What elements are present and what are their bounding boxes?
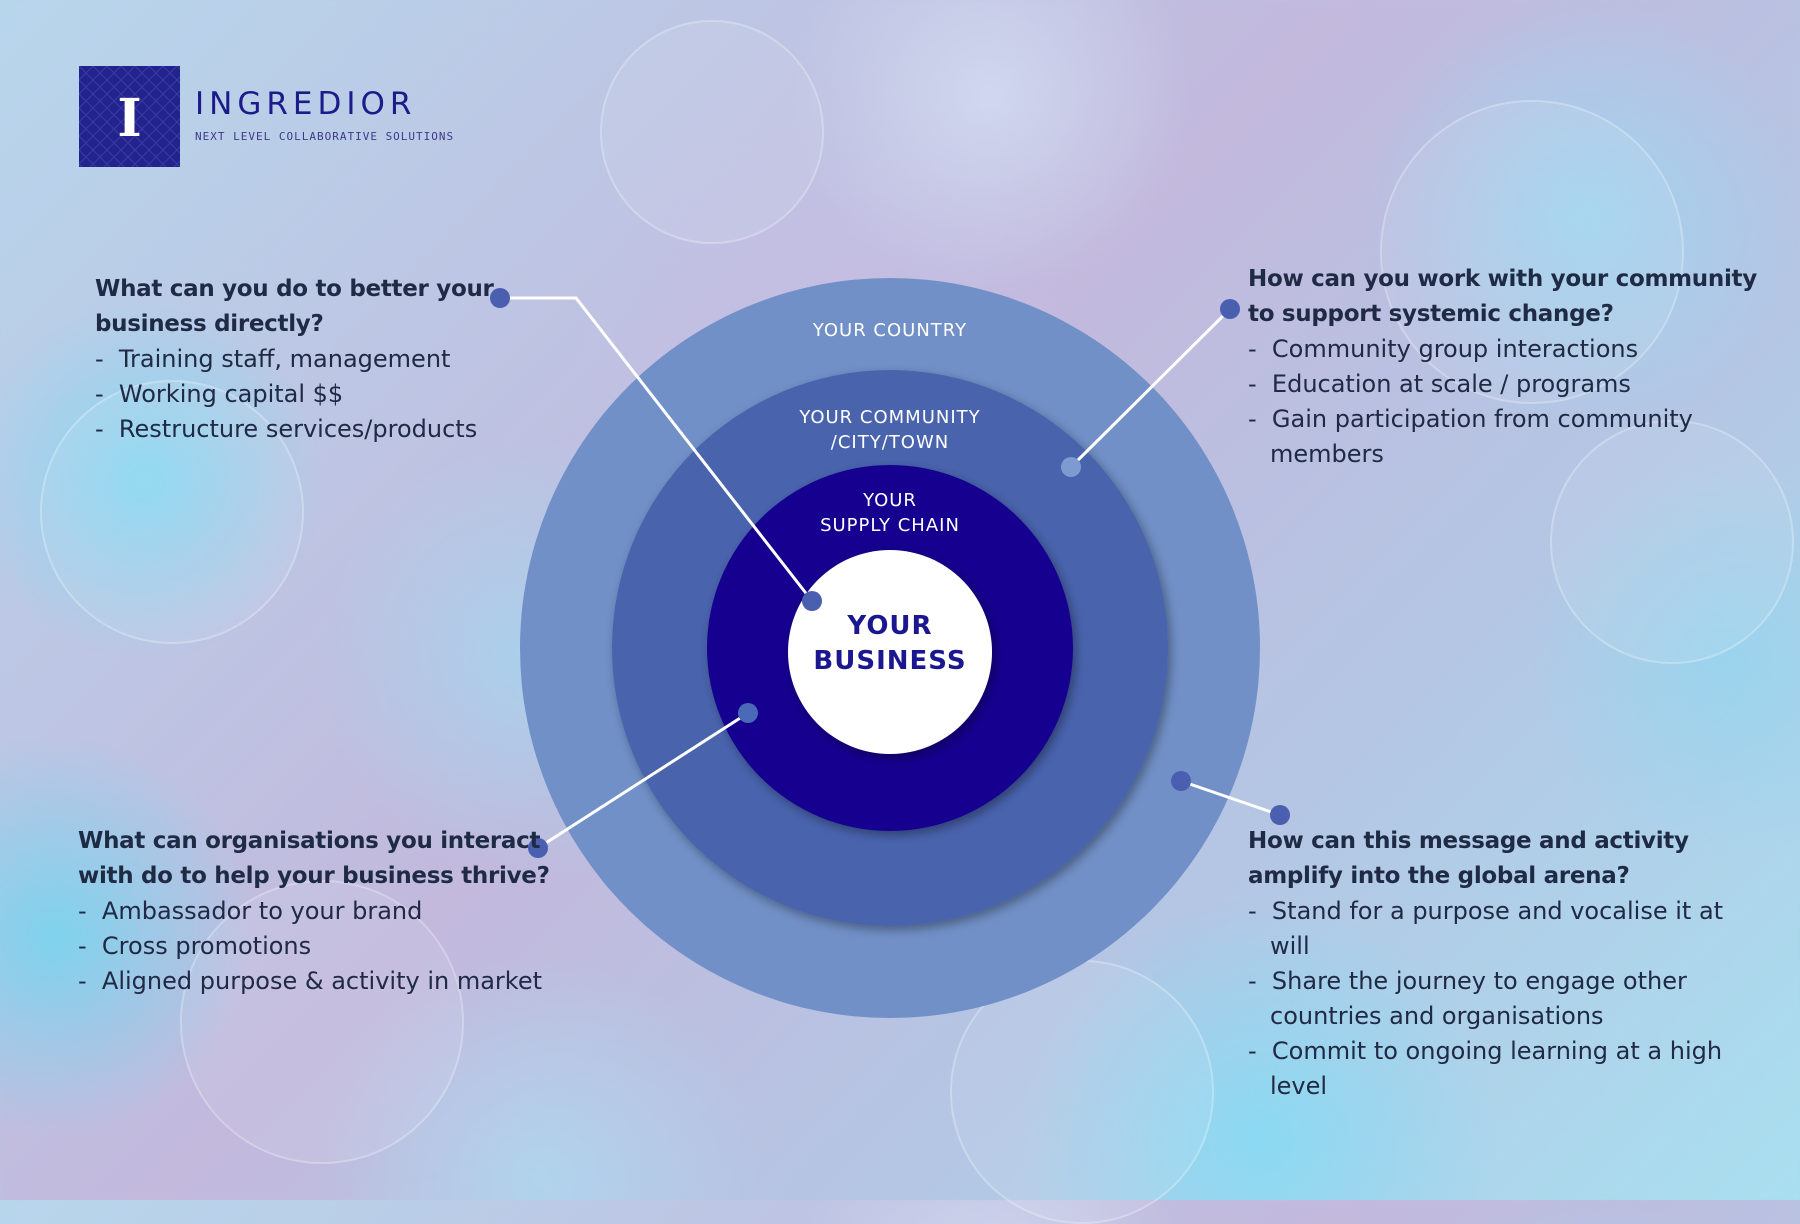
heading-line: with do to help your business thrive? <box>78 863 550 889</box>
block-heading: How can you work with your community to … <box>1248 262 1768 332</box>
block-list: Ambassador to your brand Cross promotion… <box>78 894 578 999</box>
bokeh-circle <box>950 960 1214 1224</box>
connector-dot <box>1171 771 1191 791</box>
list-item: Working capital $$ <box>95 377 525 412</box>
block-heading: What can organisations you interact with… <box>78 824 578 894</box>
block-global: How can this message and activity amplif… <box>1248 824 1748 1104</box>
logo-letter: I <box>117 88 141 149</box>
ring-label-line: YOUR COUNTRY <box>812 320 968 341</box>
connector-line <box>1180 779 1281 817</box>
list-item: Training staff, management <box>95 342 525 377</box>
heading-line: business directly? <box>95 311 324 337</box>
list-item: Aligned purpose & activity in market <box>78 964 578 999</box>
brand-name: INGREDIOR <box>195 86 417 122</box>
connector-line <box>1069 307 1232 469</box>
ring-label-line: SUPPLY CHAIN <box>820 515 960 536</box>
list-item: Education at scale / programs <box>1248 367 1718 402</box>
ring-label-line: YOUR <box>863 490 917 511</box>
connector-dot <box>1061 457 1081 477</box>
connector-dot <box>738 703 758 723</box>
list-item: Stand for a purpose and vocalise it at w… <box>1248 894 1728 964</box>
block-list: Stand for a purpose and vocalise it at w… <box>1248 894 1728 1104</box>
connector-dot <box>802 591 822 611</box>
center-label: YOUR BUSINESS <box>790 609 990 679</box>
ring-label-country: YOUR COUNTRY <box>740 318 1040 343</box>
connector-dot <box>1220 299 1240 319</box>
block-supply-chain: What can organisations you interact with… <box>78 824 578 999</box>
list-item: Restructure services/products <box>95 412 525 447</box>
list-item: Ambassador to your brand <box>78 894 578 929</box>
heading-line: How can this message and activity <box>1248 828 1689 854</box>
ring-label-supply-chain: YOUR SUPPLY CHAIN <box>740 488 1040 538</box>
connector-dot <box>528 838 548 858</box>
center-label-line: BUSINESS <box>813 646 967 676</box>
connector-line <box>537 711 749 850</box>
heading-line: How can you work with your community <box>1248 266 1757 292</box>
heading-line: amplify into the global arena? <box>1248 863 1630 889</box>
connector-dot <box>490 288 510 308</box>
ring-label-line: /CITY/TOWN <box>830 432 950 453</box>
block-community: How can you work with your community to … <box>1248 262 1768 472</box>
block-business: What can you do to better your business … <box>95 272 525 447</box>
list-item: Gain participation from community member… <box>1248 402 1718 472</box>
ring-label-line: YOUR COMMUNITY <box>799 407 981 428</box>
heading-line: What can organisations you interact <box>78 828 541 854</box>
block-list: Training staff, management Working capit… <box>95 342 525 447</box>
logo-mark: I <box>79 66 180 167</box>
block-heading: What can you do to better your business … <box>95 272 525 342</box>
list-item: Share the journey to engage other countr… <box>1248 964 1728 1034</box>
heading-line: What can you do to better your <box>95 276 494 302</box>
ring-label-community: YOUR COMMUNITY /CITY/TOWN <box>740 405 1040 455</box>
heading-line: to support systemic change? <box>1248 301 1614 327</box>
list-item: Cross promotions <box>78 929 578 964</box>
block-list: Community group interactions Education a… <box>1248 332 1718 472</box>
connector-dot <box>1270 805 1290 825</box>
list-item: Commit to ongoing learning at a high lev… <box>1248 1034 1728 1104</box>
center-business <box>788 550 992 754</box>
bokeh-circle <box>600 20 824 244</box>
connector-line <box>500 296 814 602</box>
brand-tagline: NEXT LEVEL COLLABORATIVE SOLUTIONS <box>195 130 455 143</box>
list-item: Community group interactions <box>1248 332 1718 367</box>
block-heading: How can this message and activity amplif… <box>1248 824 1748 894</box>
center-label-line: YOUR <box>847 611 933 641</box>
